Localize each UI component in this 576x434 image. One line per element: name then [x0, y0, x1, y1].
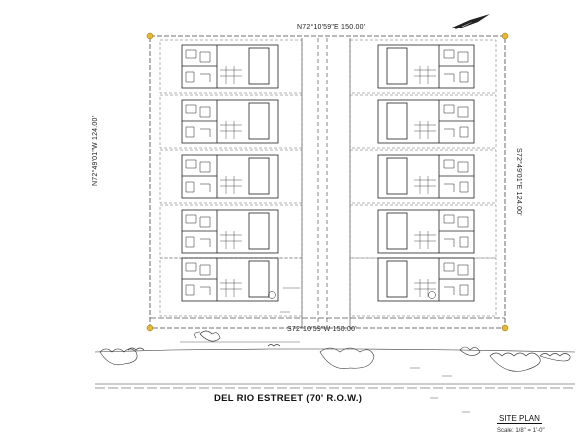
unit-east-5	[377, 257, 475, 302]
central-driveway	[150, 38, 505, 328]
plan-scale: Scale: 1/8" = 1'-0"	[497, 428, 545, 434]
units-east	[377, 44, 475, 302]
unit-east-3	[377, 154, 475, 199]
bearing-south-label: S72°10'59"W 150.00'	[287, 326, 357, 333]
street-name-label: DEL RIO ESTREET (70' R.O.W.)	[214, 393, 363, 404]
plan-title: SITE PLAN	[497, 414, 542, 424]
bearing-west-label: N72°49'01"W 124.00'	[92, 115, 99, 186]
unit-west-5	[181, 257, 279, 302]
unit-east-1	[377, 44, 475, 89]
bearing-east-label: S72°49'01"E 124.00'	[515, 148, 522, 216]
units-west	[181, 44, 279, 302]
landscape-trees-icon	[99, 330, 571, 372]
corner-markers	[146, 32, 509, 332]
unit-west-1	[181, 44, 279, 89]
north-arrow-icon	[452, 14, 490, 30]
lot-lines	[159, 39, 497, 317]
unit-west-4	[181, 209, 279, 254]
title-block: SITE PLAN Scale: 1/8" = 1'-0"	[497, 408, 572, 434]
note-marks	[280, 287, 470, 413]
unit-east-2	[377, 99, 475, 144]
unit-west-2	[181, 99, 279, 144]
property-boundary	[149, 35, 506, 329]
bearing-north-label: N72°10'59"E 150.00'	[297, 24, 366, 31]
unit-west-3	[181, 154, 279, 199]
unit-east-4	[377, 209, 475, 254]
